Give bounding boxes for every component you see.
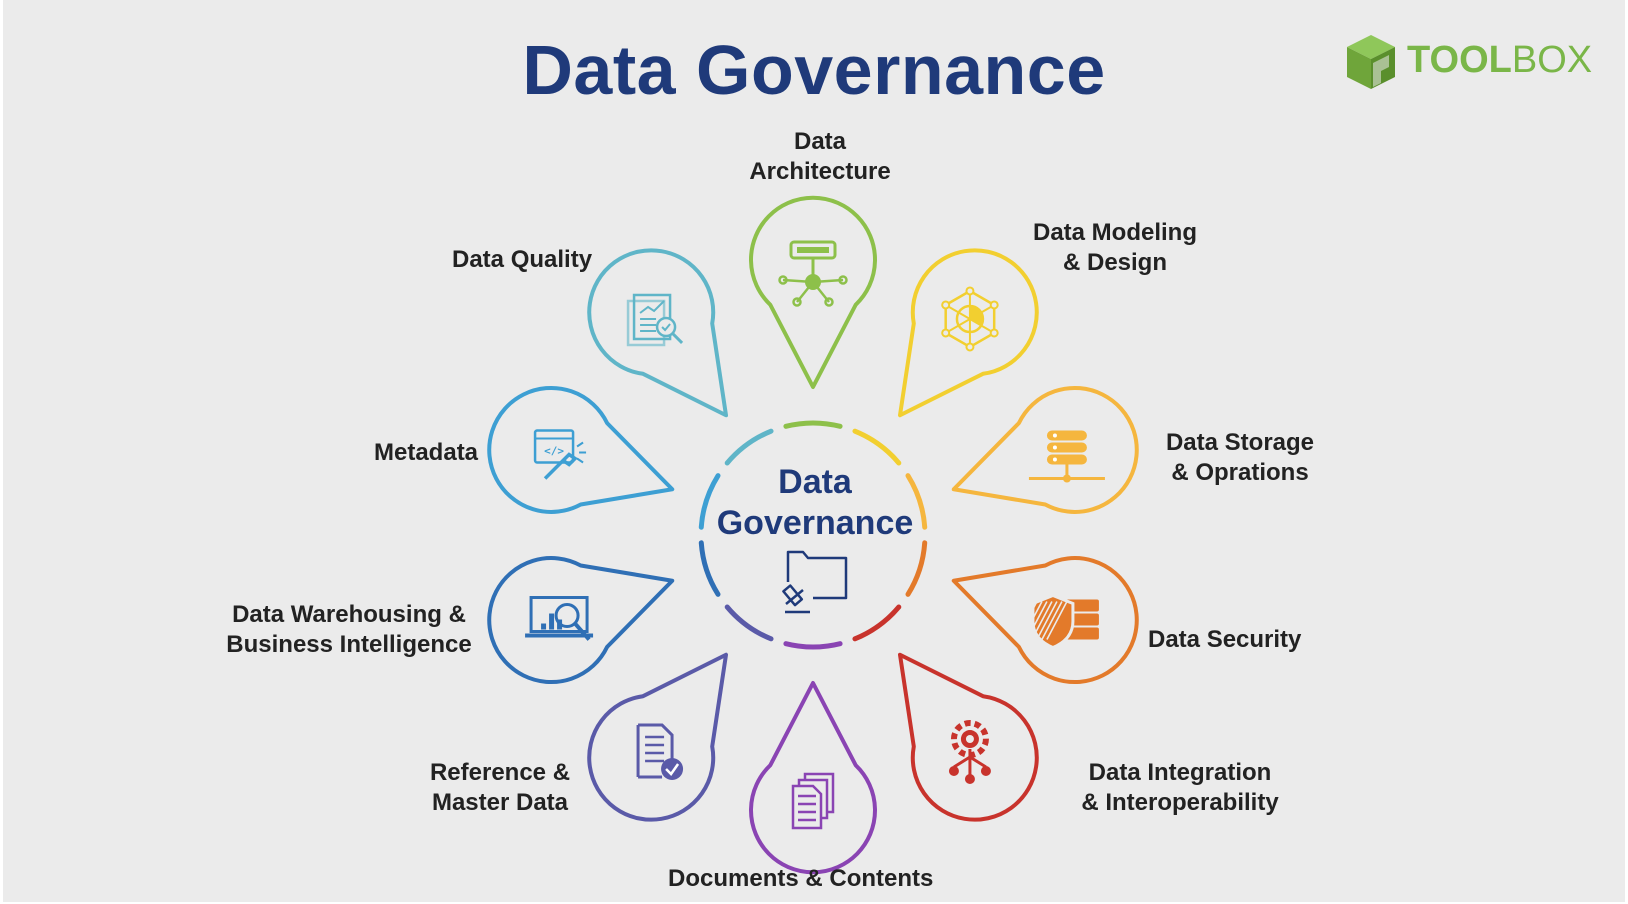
center-title: Data Governance <box>695 462 935 544</box>
ring-segment <box>783 420 843 429</box>
svg-text:</>: </> <box>544 444 564 457</box>
label-line: Business Intelligence <box>226 631 472 658</box>
label-line: Data Warehousing & <box>232 601 466 628</box>
label-metadata: Metadata <box>374 438 478 468</box>
analytics-monitor-icon <box>525 596 594 641</box>
logo-bold: TOOL <box>1407 39 1512 81</box>
ring-segment <box>905 540 928 597</box>
database-server-icon <box>1028 430 1105 483</box>
label-line: Data <box>793 128 847 155</box>
label-data-security: Data Security <box>1148 625 1301 655</box>
petal-outline <box>897 248 1039 418</box>
petal-outline <box>897 652 1039 822</box>
label-line: Documents & Contents <box>668 865 934 892</box>
logo-light: BOX <box>1511 39 1593 81</box>
label-line: & Oprations <box>1171 459 1309 486</box>
petal-4 <box>951 556 1139 685</box>
petal-outline <box>587 248 729 418</box>
label-data-architecture: Data Architecture <box>740 127 900 187</box>
petal-outline <box>749 681 877 875</box>
center-title-line2: Governance <box>716 504 914 542</box>
label-data-warehousing: Data Warehousing & Business Intelligence <box>214 600 484 660</box>
center-title-line1: Data <box>778 463 852 501</box>
label-line: Architecture <box>749 158 891 185</box>
petal-2 <box>897 248 1039 418</box>
petal-5 <box>897 652 1039 822</box>
petal-outline <box>749 195 877 389</box>
petal-10 <box>587 248 729 418</box>
label-line: Data Integration <box>1088 759 1272 786</box>
logo-wordmark: TOOLBOX <box>1407 39 1592 82</box>
label-data-modeling: Data Modeling & Design <box>1010 218 1220 278</box>
petal-6 <box>749 681 877 875</box>
ring-segment <box>724 428 774 466</box>
page-title: Data Governance <box>522 31 1106 109</box>
label-line: Data Modeling <box>1032 219 1197 246</box>
petal-7 <box>587 652 729 822</box>
cube-logo-icon <box>1347 35 1395 89</box>
label-data-storage: Data Storage & Oprations <box>1150 428 1330 488</box>
label-data-integration: Data Integration & Interoperability <box>1050 758 1310 818</box>
petals-group: </> <box>487 195 1139 875</box>
label-line: Metadata <box>374 439 479 466</box>
petal-outline <box>487 385 675 514</box>
security-shield-icon <box>1016 593 1099 650</box>
gear-integration-icon <box>948 720 991 785</box>
petal-outline <box>951 556 1139 685</box>
documents-stack-icon <box>791 772 835 830</box>
toolbox-logo: TOOLBOX <box>1343 33 1593 93</box>
label-line: Master Data <box>431 789 569 816</box>
architecture-network-icon <box>778 240 848 307</box>
ring-segment <box>852 604 902 642</box>
gavel-folder-icon <box>782 550 848 614</box>
network-cube-icon <box>941 286 999 352</box>
petal-outline <box>587 652 729 822</box>
document-check-icon <box>636 723 684 781</box>
ring-segment <box>698 473 721 530</box>
label-line: Data Security <box>1148 626 1302 653</box>
label-data-quality: Data Quality <box>452 245 592 275</box>
label-line: Data Quality <box>452 246 593 273</box>
ring-segment <box>724 604 774 642</box>
code-tool-icon: </> <box>533 429 587 480</box>
petal-8 <box>487 556 675 685</box>
label-line: & Design <box>1062 249 1167 276</box>
slide-background <box>3 0 1625 902</box>
report-inspect-icon <box>626 293 684 347</box>
label-line: Data Storage <box>1165 429 1315 456</box>
ring-segment <box>783 641 843 650</box>
label-documents: Documents & Contents <box>668 864 933 894</box>
petal-3 <box>951 385 1139 514</box>
petal-outline <box>951 385 1139 514</box>
ring-segment <box>852 428 902 466</box>
petal-outline <box>487 556 675 685</box>
petal-9 <box>487 385 675 514</box>
ring-segment <box>905 473 928 530</box>
label-line: Reference & <box>429 759 571 786</box>
label-reference: Reference & Master Data <box>410 758 590 818</box>
center-ring <box>698 420 928 650</box>
ring-segment <box>698 540 721 597</box>
petal-1 <box>749 195 877 389</box>
label-line: & Interoperability <box>1081 789 1279 816</box>
